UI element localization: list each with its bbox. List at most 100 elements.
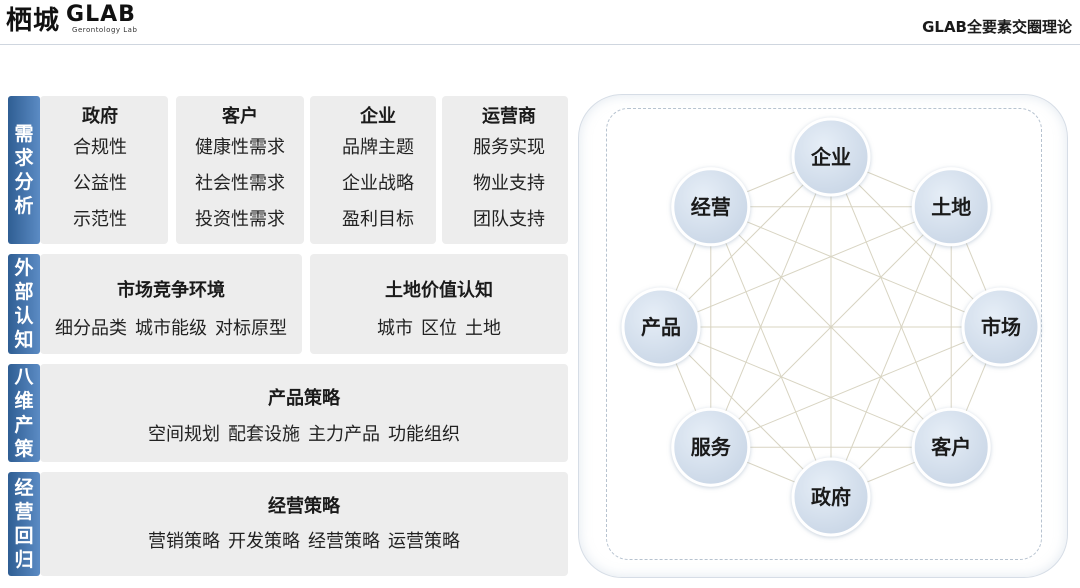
tab-char: 分 xyxy=(14,171,34,193)
tab-char: 外 xyxy=(14,257,34,279)
tab-char: 析 xyxy=(14,195,34,217)
column-item: 社会性需求 xyxy=(195,173,285,194)
column-item: 投资性需求 xyxy=(195,209,285,230)
network-edges xyxy=(660,156,1002,498)
network-node xyxy=(791,457,871,537)
column-item: 企业战略 xyxy=(342,173,414,194)
panel-enterprise xyxy=(310,96,436,244)
market-item: 对标原型 xyxy=(215,318,287,339)
logo: 栖城 GLAB Gerontology Lab xyxy=(6,4,137,38)
header-divider xyxy=(0,44,1080,45)
column-item: 服务实现 xyxy=(473,137,545,158)
logo-cn: 栖城 xyxy=(6,6,61,36)
diagram-inner-frame xyxy=(606,108,1042,560)
operation-strategy-items: 营销策略 开发策略 经营策略 运营策略 xyxy=(40,527,568,553)
column-title: 企业 xyxy=(360,106,396,127)
operation-strategy-item: 经营策略 xyxy=(308,531,380,552)
column-item: 盈利目标 xyxy=(342,209,414,230)
tab-char: 归 xyxy=(14,549,34,571)
column-customer: 客户 健康性需求 社会性需求 投资性需求 xyxy=(176,102,304,238)
page-title: GLAB全要素交圈理论 xyxy=(922,18,1072,36)
network-node xyxy=(911,167,991,247)
tab-char: 策 xyxy=(14,438,34,460)
network-edge xyxy=(710,326,1002,448)
network-edge xyxy=(710,206,832,498)
tab-product-strategy: 八 维 产 策 xyxy=(8,364,40,462)
column-item: 物业支持 xyxy=(473,173,545,194)
network-node-label: 经营 xyxy=(691,195,731,219)
network-edge xyxy=(660,326,832,498)
network-node-label: 企业 xyxy=(810,145,851,169)
land-item: 城市 xyxy=(377,318,413,339)
operation-strategy-item: 运营策略 xyxy=(388,531,460,552)
land-title: 土地价值认知 xyxy=(385,280,493,301)
column-item: 健康性需求 xyxy=(195,137,285,158)
network-node xyxy=(961,287,1041,367)
panel-land xyxy=(310,254,568,354)
network-node-label: 客户 xyxy=(930,435,971,459)
tab-char: 八 xyxy=(14,366,34,388)
network-edge xyxy=(710,206,1002,328)
tab-external-cognition: 外 部 认 知 xyxy=(8,254,40,354)
column-title: 运营商 xyxy=(482,106,536,127)
network-node-label: 产品 xyxy=(641,315,681,339)
column-item: 团队支持 xyxy=(473,209,545,230)
column-title: 政府 xyxy=(82,106,118,127)
network-edge xyxy=(830,156,952,448)
network-node-label: 政府 xyxy=(811,485,851,509)
market-item: 细分品类 xyxy=(55,318,127,339)
tab-char: 回 xyxy=(14,525,34,547)
operation-strategy-item: 营销策略 xyxy=(148,531,220,552)
panel-government xyxy=(40,96,168,244)
column-item: 示范性 xyxy=(73,209,127,230)
network-node-label: 土地 xyxy=(931,195,971,219)
network-node xyxy=(911,407,991,487)
tab-char: 认 xyxy=(14,305,34,327)
product-strategy-item: 空间规划 xyxy=(148,424,220,445)
column-title: 客户 xyxy=(222,106,258,127)
logo-en: GLAB xyxy=(66,2,136,27)
tab-demand-analysis: 需 求 分 析 xyxy=(8,96,40,244)
panel-customer xyxy=(176,96,304,244)
panel-product-strategy xyxy=(40,364,568,462)
panel-operation-strategy xyxy=(40,472,568,576)
land-items: 城市 区位 土地 xyxy=(310,314,568,340)
product-strategy-title: 产品策略 xyxy=(268,388,340,409)
logo-subtitle: Gerontology Lab xyxy=(72,26,138,34)
tab-char: 知 xyxy=(14,329,34,351)
column-item: 公益性 xyxy=(73,173,127,194)
network-edge xyxy=(710,156,832,448)
network-edge xyxy=(660,326,952,448)
tab-char: 需 xyxy=(14,123,34,145)
network-node xyxy=(671,167,751,247)
product-strategy-item: 主力产品 xyxy=(308,424,380,445)
product-strategy-item: 功能组织 xyxy=(388,424,460,445)
network-node xyxy=(621,287,701,367)
column-government: 政府 合规性 公益性 示范性 xyxy=(40,102,160,238)
column-operator: 运营商 服务实现 物业支持 团队支持 xyxy=(445,102,573,238)
tab-operation-return: 经 营 回 归 xyxy=(8,472,40,576)
tab-char: 营 xyxy=(14,501,34,523)
land-item: 区位 xyxy=(421,318,457,339)
panel-operator xyxy=(442,96,568,244)
market-items: 细分品类 城市能级 对标原型 xyxy=(40,314,302,340)
operation-strategy-title: 经营策略 xyxy=(268,496,340,517)
network-edge xyxy=(710,206,952,448)
network-node-label: 市场 xyxy=(981,315,1021,339)
network-node xyxy=(791,117,871,197)
market-title: 市场竞争环境 xyxy=(117,280,225,301)
column-enterprise: 企业 品牌主题 企业战略 盈利目标 xyxy=(314,102,442,238)
tab-char: 产 xyxy=(14,414,34,436)
product-strategy-item: 配套设施 xyxy=(228,424,300,445)
network-node xyxy=(671,407,751,487)
tab-char: 部 xyxy=(14,281,34,303)
panel-market xyxy=(40,254,302,354)
land-item: 土地 xyxy=(465,318,501,339)
network-edge xyxy=(830,206,952,498)
product-strategy-items: 空间规划 配套设施 主力产品 功能组织 xyxy=(40,420,568,446)
tab-char: 经 xyxy=(14,477,34,499)
column-item: 合规性 xyxy=(73,137,127,158)
column-item: 品牌主题 xyxy=(342,137,414,158)
